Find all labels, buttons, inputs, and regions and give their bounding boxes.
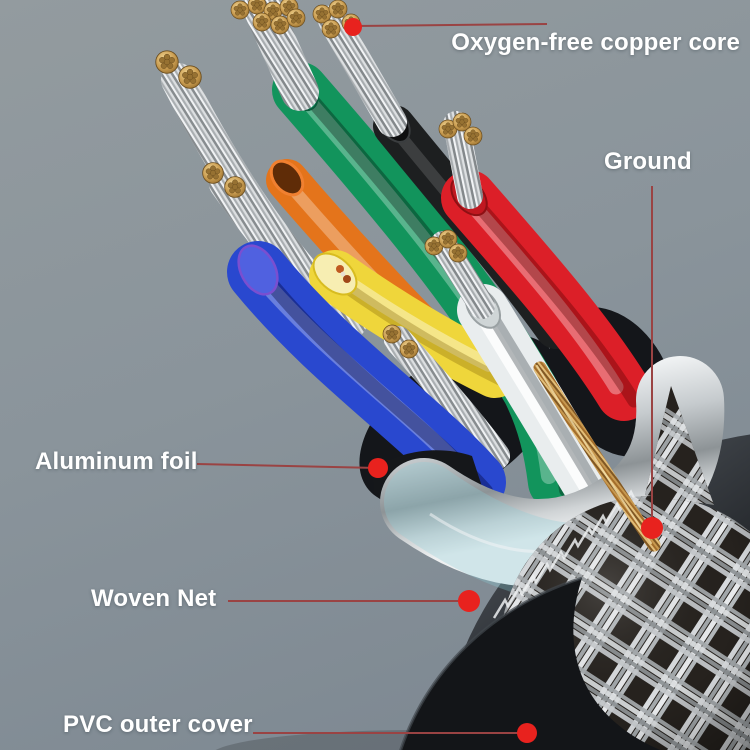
- braid-spike: [645, 386, 714, 505]
- red-wire: [438, 111, 652, 421]
- ground-drain-wire: [533, 361, 661, 552]
- pvc-crescent: [399, 576, 661, 750]
- dot-oxygen: [344, 18, 362, 36]
- yellow-wire: [309, 250, 521, 398]
- tinned-copper-pair-c: [382, 324, 510, 470]
- dot-pvc: [517, 723, 537, 743]
- annotation-dots: [344, 18, 663, 743]
- leader-oxygen: [352, 23, 548, 27]
- braid-serration: [492, 489, 636, 619]
- dot-ground: [641, 517, 663, 539]
- dot-aluminum: [368, 458, 388, 478]
- leader-aluminum: [196, 463, 379, 469]
- annotation-lines: [196, 23, 653, 734]
- dot-woven: [458, 590, 480, 612]
